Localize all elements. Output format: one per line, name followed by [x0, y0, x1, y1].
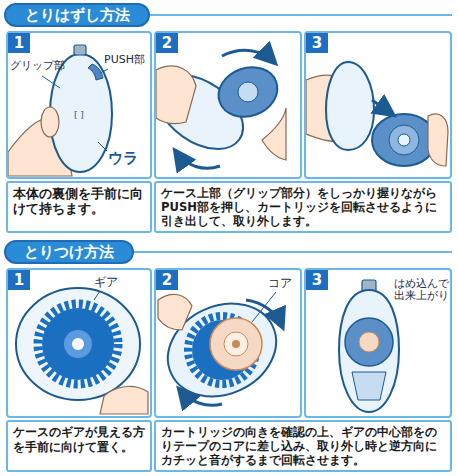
step-number: 3 [306, 33, 328, 53]
step-panel: 2 [154, 31, 302, 179]
part-label: コア [268, 277, 292, 291]
step-number: 1 [8, 33, 30, 53]
case-gear [16, 288, 148, 414]
step-number: 2 [156, 270, 178, 290]
step-description: カートリッジの向きを確認の上、ギアの中心部をのりテープのコアに差し込み、取り外し… [154, 420, 452, 472]
step-description: 本体の裏側を手前に向けて持ちます。 [6, 181, 152, 233]
step-number: 3 [306, 270, 328, 290]
hand-holding-case: [ ] [8, 45, 112, 176]
section-title: とりはずし方法 [25, 6, 130, 24]
section-band: とりつけ方法 [4, 240, 134, 264]
description-text: ケースのギアが見える方を手前に向けて置く。 [13, 425, 145, 455]
note-label: はめ込んで出来上がり [392, 277, 450, 301]
part-label: PUSH部 [104, 54, 145, 67]
section-band: とりはずし方法 [4, 3, 150, 27]
step-number: 2 [156, 33, 178, 53]
description-text: カートリッジの向きを確認の上、ギアの中心部をのりテープのコアに差し込み、取り外し… [161, 425, 445, 467]
step-description: ケースのギアが見える方を手前に向けて置く。 [6, 420, 152, 472]
section-title: とりつけ方法 [24, 243, 114, 261]
cartridge-insert [153, 286, 292, 413]
step-panel: 3 [304, 31, 452, 179]
band-rule [140, 14, 452, 16]
step-description: ケース上部（グリップ部分）をしっかり握りながらPUSH部を押し、カートリッジを回… [154, 181, 452, 233]
cartridge-pulled-out [306, 62, 448, 166]
step-panel: 2 [154, 268, 302, 418]
cartridge-removal [143, 50, 286, 168]
svg-text:[ ]: [ ] [74, 110, 84, 120]
side-label: ウラ [108, 150, 138, 167]
step-number: 1 [8, 270, 30, 290]
band-rule [128, 251, 452, 253]
step-panel: 1 [6, 268, 152, 418]
part-label: グリップ部 [10, 60, 65, 73]
part-label: ギア [94, 276, 118, 290]
description-text: ケース上部（グリップ部分）をしっかり握りながらPUSH部を押し、カートリッジを回… [161, 186, 445, 228]
assembled-device [339, 280, 399, 412]
description-text: 本体の裏側を手前に向けて持ちます。 [13, 186, 145, 217]
